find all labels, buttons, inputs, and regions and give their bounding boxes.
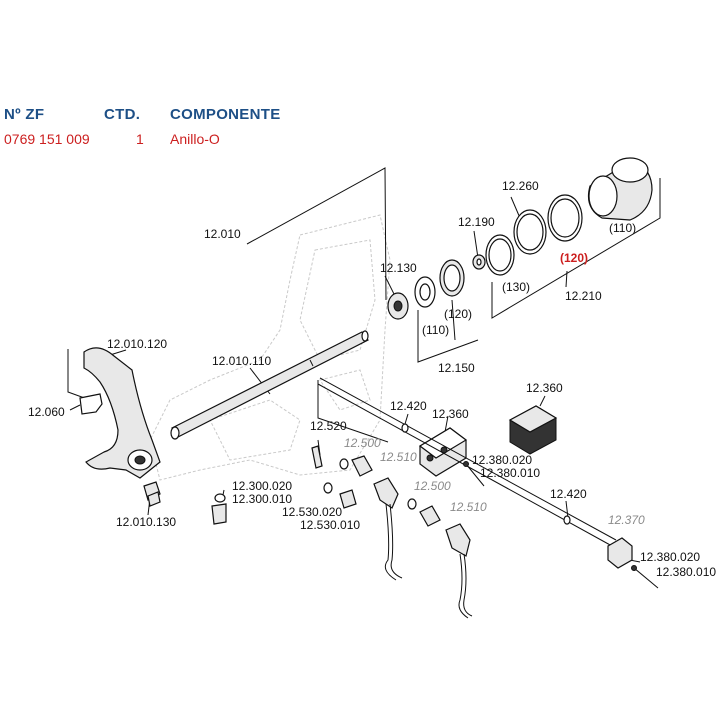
diagram-labels: 12.010 12.260 12.190 12.130 (110) (120) … xyxy=(28,179,716,579)
bracket-clip xyxy=(79,393,103,415)
label-12060: 12.060 xyxy=(28,405,65,419)
header-component: COMPONENTE xyxy=(170,106,281,123)
label-12520: 12.520 xyxy=(310,419,347,433)
sensor-group-left xyxy=(323,455,403,581)
label-12010130: 12.010.130 xyxy=(116,515,176,529)
label-12010: 12.010 xyxy=(204,227,241,241)
label-12130: 12.130 xyxy=(380,261,417,275)
label-12420-right: 12.420 xyxy=(550,487,587,501)
piston-cylinder xyxy=(587,157,653,221)
orings-12420 xyxy=(401,423,571,525)
label-12010120: 12.010.120 xyxy=(107,337,167,351)
label-120-highlighted: (120) xyxy=(560,251,588,265)
row-component: Anillo-O xyxy=(170,131,220,147)
ring-group-12210 xyxy=(485,194,583,276)
fork-bolts xyxy=(143,481,161,507)
rod-12370 xyxy=(317,377,633,569)
valve-block-right xyxy=(508,405,558,455)
label-130: (130) xyxy=(502,280,530,294)
label-12530010: 12.530.010 xyxy=(300,518,360,532)
label-12300010: 12.300.010 xyxy=(232,492,292,506)
label-12210: 12.210 xyxy=(565,289,602,303)
label-12260: 12.260 xyxy=(502,179,539,193)
leader-lines xyxy=(67,167,661,563)
label-12380020-center: 12.380.020 xyxy=(472,453,532,467)
screws-12380 xyxy=(463,461,659,589)
shift-fork xyxy=(83,347,161,479)
label-12500-right: 12.500 xyxy=(414,479,451,493)
header-part-number: Nº ZF xyxy=(4,106,45,123)
label-12510-left: 12.510 xyxy=(380,450,417,464)
ring-group-12150 xyxy=(414,259,465,308)
label-12380010-right: 12.380.010 xyxy=(656,565,716,579)
selector-shaft xyxy=(170,330,369,440)
label-12380020-right: 12.380.020 xyxy=(640,550,700,564)
snap-ring-12190 xyxy=(472,254,486,270)
label-12360-center: 12.360 xyxy=(432,407,469,421)
label-120-mid: (120) xyxy=(444,307,472,321)
sensor-group-right xyxy=(407,498,473,619)
label-12420-top: 12.420 xyxy=(390,399,427,413)
row-quantity: 1 xyxy=(136,131,144,147)
label-12500-left: 12.500 xyxy=(344,436,381,450)
pin-12520 xyxy=(311,445,323,469)
valve-block-center xyxy=(418,427,468,477)
label-12300020: 12.300.020 xyxy=(232,479,292,493)
row-part-number: 0769 151 009 xyxy=(4,131,90,147)
seal-12130 xyxy=(387,292,409,320)
label-12010110: 12.010.110 xyxy=(212,354,271,368)
label-12190: 12.190 xyxy=(458,215,495,229)
label-110-top: (110) xyxy=(609,221,636,235)
label-12370: 12.370 xyxy=(608,513,645,527)
housing-ghost-outline xyxy=(149,214,391,481)
label-110-mid: (110) xyxy=(422,323,449,337)
label-12530020: 12.530.020 xyxy=(282,505,342,519)
label-12380010-center: 12.380.010 xyxy=(480,466,540,480)
label-12150: 12.150 xyxy=(438,361,475,375)
drain-plug-12300 xyxy=(211,493,227,525)
label-12360-right: 12.360 xyxy=(526,381,563,395)
header-quantity: CTD. xyxy=(104,106,141,123)
label-12510-right: 12.510 xyxy=(450,500,487,514)
